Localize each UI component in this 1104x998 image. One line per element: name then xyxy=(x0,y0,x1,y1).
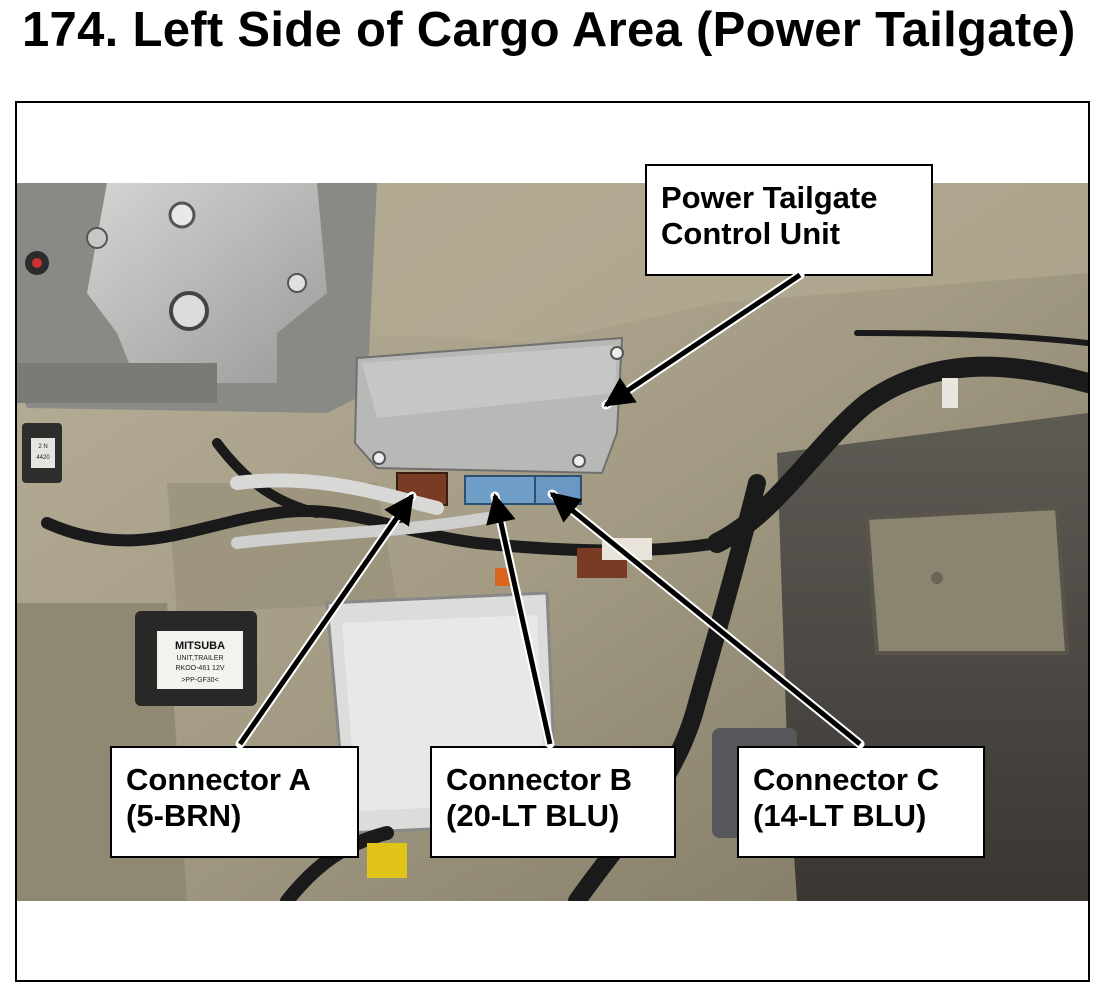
figure-frame: MITSUBA UNIT,TRAILER RKOO-461 12V >PP-GF… xyxy=(15,101,1090,982)
callout-connector-c: Connector C (14-LT BLU) xyxy=(737,746,985,858)
side-connector-line1: 2 N xyxy=(38,444,47,450)
callout-connector-b-line1: Connector B xyxy=(446,762,632,797)
control-unit-case xyxy=(353,336,624,475)
trailer-unit-line3: >PP-GF30< xyxy=(181,677,218,684)
callout-control-unit-line1: Power Tailgate xyxy=(661,180,878,215)
callout-control-unit-line2: Control Unit xyxy=(661,216,841,251)
orange-tape xyxy=(495,568,513,586)
trailer-unit: MITSUBA UNIT,TRAILER RKOO-461 12V >PP-GF… xyxy=(135,611,257,706)
page-title: 174. Left Side of Cargo Area (Power Tail… xyxy=(22,3,1076,57)
trailer-unit-line2: RKOO-461 12V xyxy=(175,665,224,672)
callout-connector-c-line1: Connector C xyxy=(753,762,939,797)
harness-connector-white xyxy=(602,538,652,560)
side-connector: 2 N 4420 xyxy=(22,423,62,483)
connector-b-plug xyxy=(464,475,536,505)
trailer-unit-line1: UNIT,TRAILER xyxy=(176,655,223,662)
callout-connector-b-line2: (20-LT BLU) xyxy=(446,798,620,833)
connector-c-plug xyxy=(534,475,582,505)
callout-control-unit: Power Tailgate Control Unit xyxy=(645,164,933,276)
callout-connector-a-line1: Connector A xyxy=(126,762,311,797)
trailer-unit-brand: MITSUBA xyxy=(175,640,225,652)
side-connector-line2: 4420 xyxy=(36,455,50,461)
callout-connector-c-line2: (14-LT BLU) xyxy=(753,798,927,833)
yellow-connector xyxy=(367,843,407,878)
callout-connector-a: Connector A (5-BRN) xyxy=(110,746,359,858)
callout-connector-a-line2: (5-BRN) xyxy=(126,798,242,833)
harness-clip xyxy=(942,378,958,408)
hinge-bracket xyxy=(17,183,377,413)
callout-connector-b: Connector B (20-LT BLU) xyxy=(430,746,676,858)
